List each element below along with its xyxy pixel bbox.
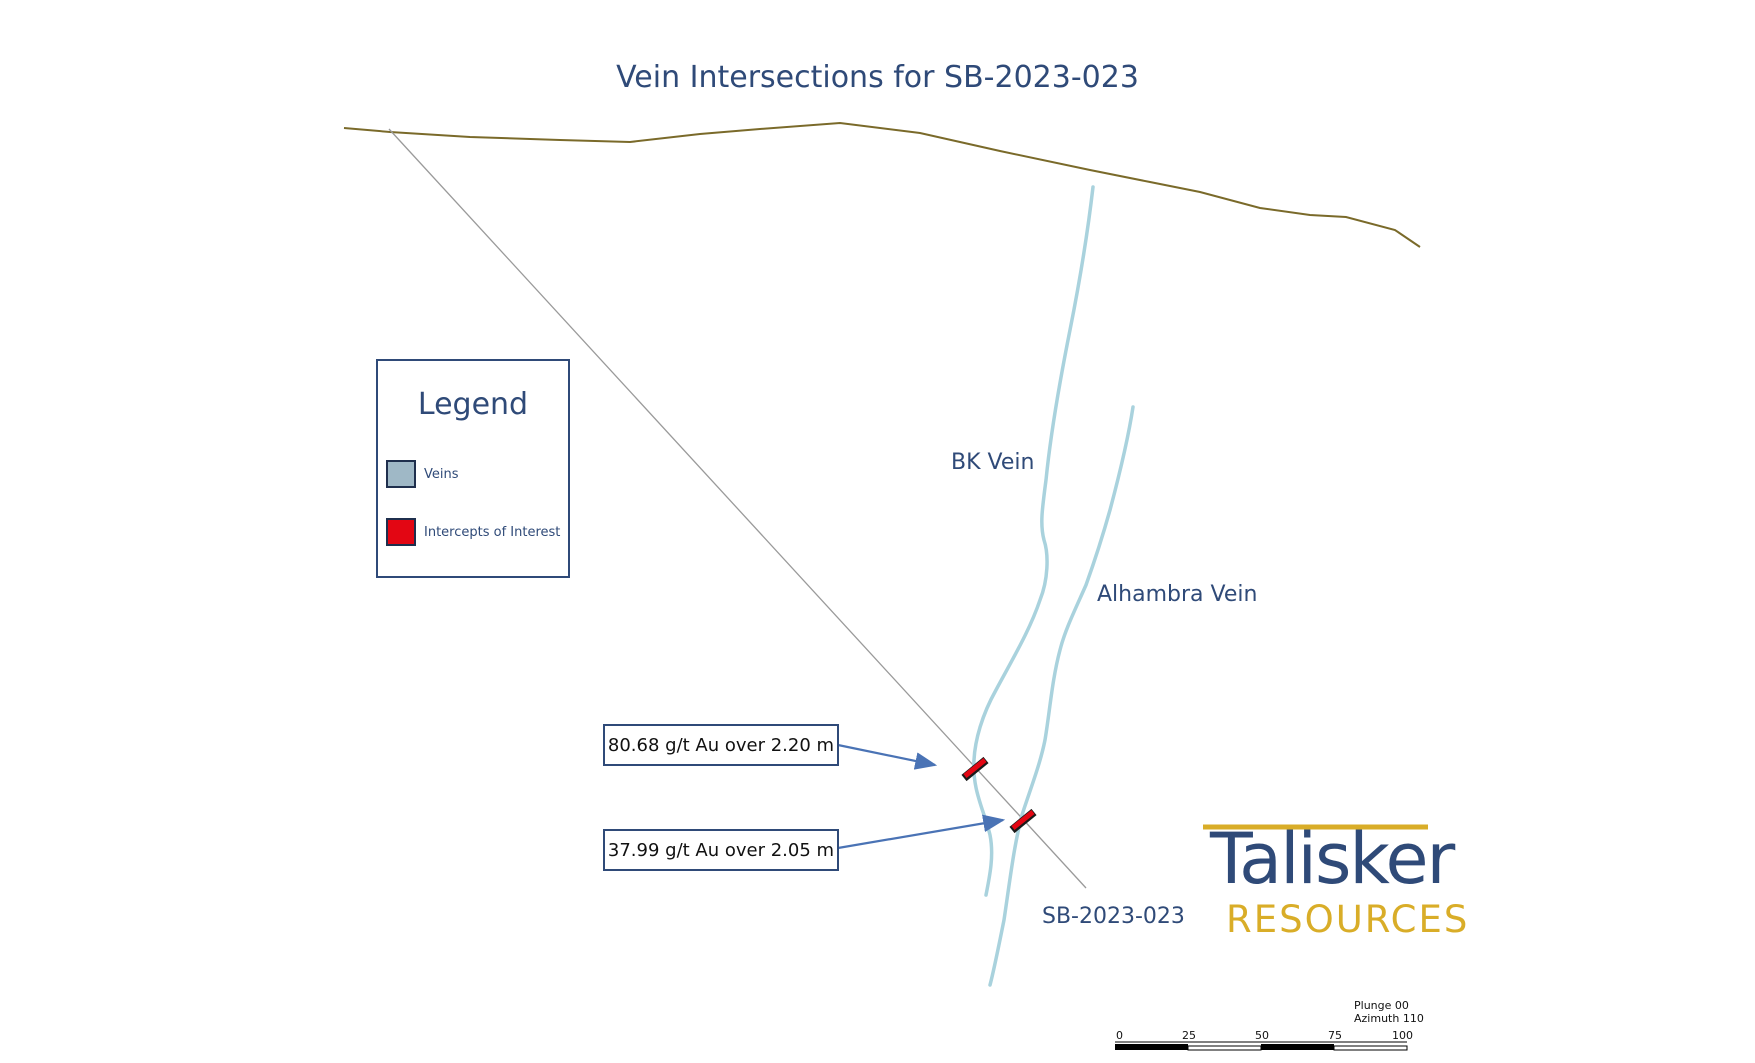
legend-label-veins: Veins (424, 466, 459, 482)
callout-arrow-2 (837, 814, 1006, 850)
azimuth-text: Azimuth 110 (1354, 1012, 1424, 1025)
diagram-title: Vein Intersections for SB-2023-023 (616, 60, 1139, 95)
scale-tick-100: 100 (1392, 1029, 1413, 1042)
intercept-callout-1: 80.68 g/t Au over 2.20 m (603, 724, 839, 766)
logo-wordmark: Talisker (1210, 818, 1455, 900)
plunge-text: Plunge 00 (1354, 999, 1409, 1012)
topography-line (343, 121, 1421, 248)
scale-bar (1115, 1041, 1408, 1051)
scale-tick-0: 0 (1116, 1029, 1123, 1042)
legend-label-intercepts: Intercepts of Interest (424, 524, 561, 540)
alhambra-vein (988, 405, 1135, 987)
drillhole-trace (388, 128, 1087, 889)
legend-title: Legend (417, 387, 529, 422)
scale-tick-75: 75 (1328, 1029, 1342, 1042)
drillhole-label: SB-2023-023 (1042, 904, 1185, 929)
intercept-marker-2 (1009, 808, 1037, 834)
legend-item-veins: Veins (386, 459, 459, 489)
bk-vein (972, 185, 1095, 897)
legend-item-intercepts: Intercepts of Interest (386, 517, 560, 547)
legend-swatch-intercepts (386, 518, 416, 546)
alhambra-vein-label: Alhambra Vein (1097, 582, 1258, 607)
legend: Legend Veins Intercepts of Interest (376, 359, 570, 578)
legend-swatch-veins (386, 460, 416, 488)
orientation-info: Plunge 00 Azimuth 110 (1354, 999, 1424, 1025)
logo-subtitle: RESOURCES (1226, 898, 1470, 941)
scale-tick-50: 50 (1255, 1029, 1269, 1042)
bk-vein-label: BK Vein (951, 450, 1035, 475)
scale-tick-25: 25 (1182, 1029, 1196, 1042)
intercept-callout-2: 37.99 g/t Au over 2.05 m (603, 829, 839, 871)
callout-arrow-1 (837, 743, 938, 770)
intercept-marker-1 (961, 756, 989, 782)
